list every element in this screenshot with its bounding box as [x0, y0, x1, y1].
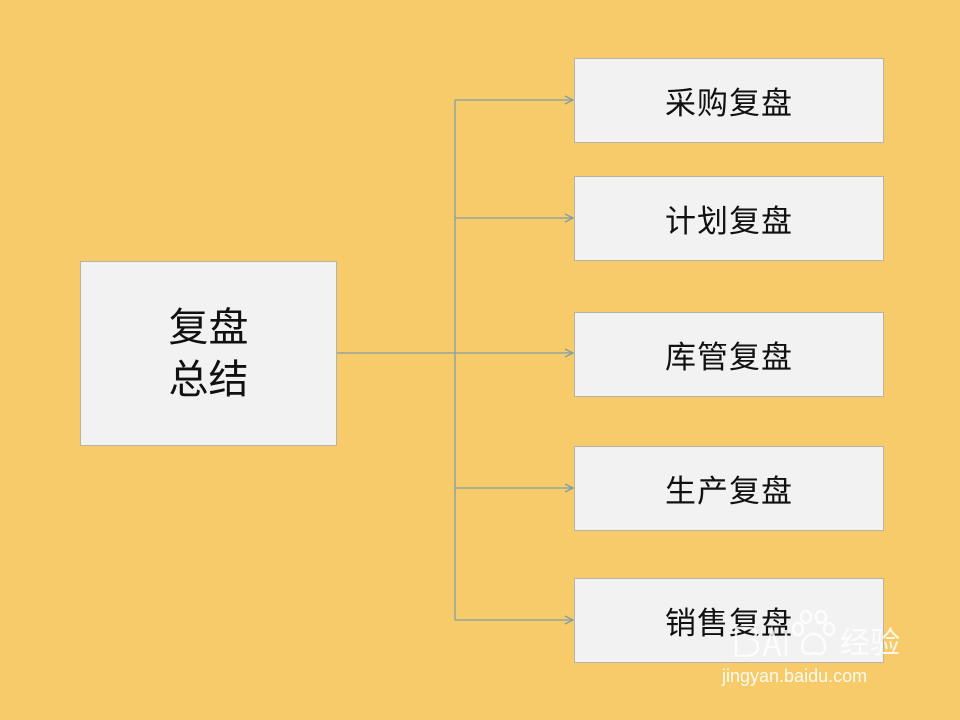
child-node-sales: 销售复盘 [574, 578, 884, 663]
root-label-line2: 总结 [168, 356, 249, 403]
child-node-purchasing: 采购复盘 [574, 58, 884, 143]
child-node-production: 生产复盘 [574, 446, 884, 531]
child-label: 生产复盘 [665, 474, 793, 510]
child-label: 采购复盘 [665, 86, 793, 122]
child-node-planning: 计划复盘 [574, 176, 884, 261]
child-label: 销售复盘 [665, 606, 793, 642]
child-label: 库管复盘 [665, 340, 793, 376]
root-label-line1: 复盘 [168, 304, 249, 351]
root-node: 复盘 总结 [80, 261, 337, 446]
child-node-warehouse: 库管复盘 [574, 312, 884, 397]
child-label: 计划复盘 [665, 204, 793, 240]
